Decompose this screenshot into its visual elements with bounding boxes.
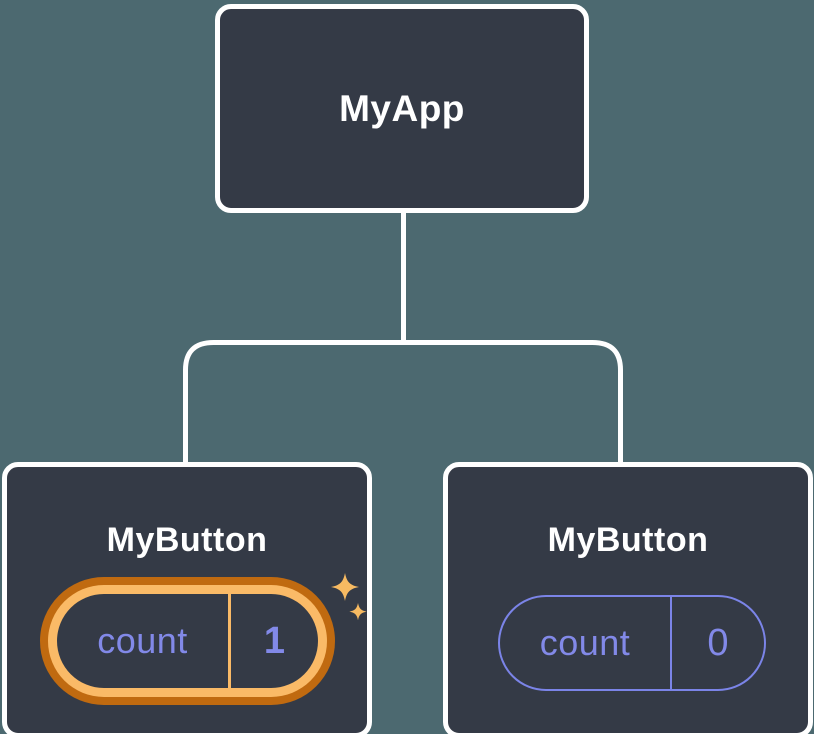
state-value: 1 [263, 619, 286, 662]
state-pill-highlight-ring: count 1 [48, 585, 327, 697]
state-pill-normal: count 0 [498, 595, 766, 691]
state-pill-content: count 1 [57, 594, 318, 688]
component-name-root: MyApp [339, 87, 465, 129]
state-pill-divider [228, 594, 231, 688]
component-name-mybutton-right: MyButton [547, 521, 709, 559]
connector-branch [183, 340, 623, 464]
state-value: 0 [707, 621, 729, 664]
component-node-root: MyApp [215, 4, 589, 213]
state-key-label: count [97, 620, 188, 661]
state-pill-divider [670, 597, 672, 689]
component-node-mybutton-left: MyButton count 1 [2, 462, 372, 738]
state-pill-highlighted: count 1 [40, 577, 335, 705]
state-key-label: count [539, 622, 631, 663]
component-node-mybutton-right: MyButton count 0 [443, 462, 813, 738]
sparkles-icon [331, 573, 367, 621]
component-name-mybutton-left: MyButton [106, 521, 268, 559]
